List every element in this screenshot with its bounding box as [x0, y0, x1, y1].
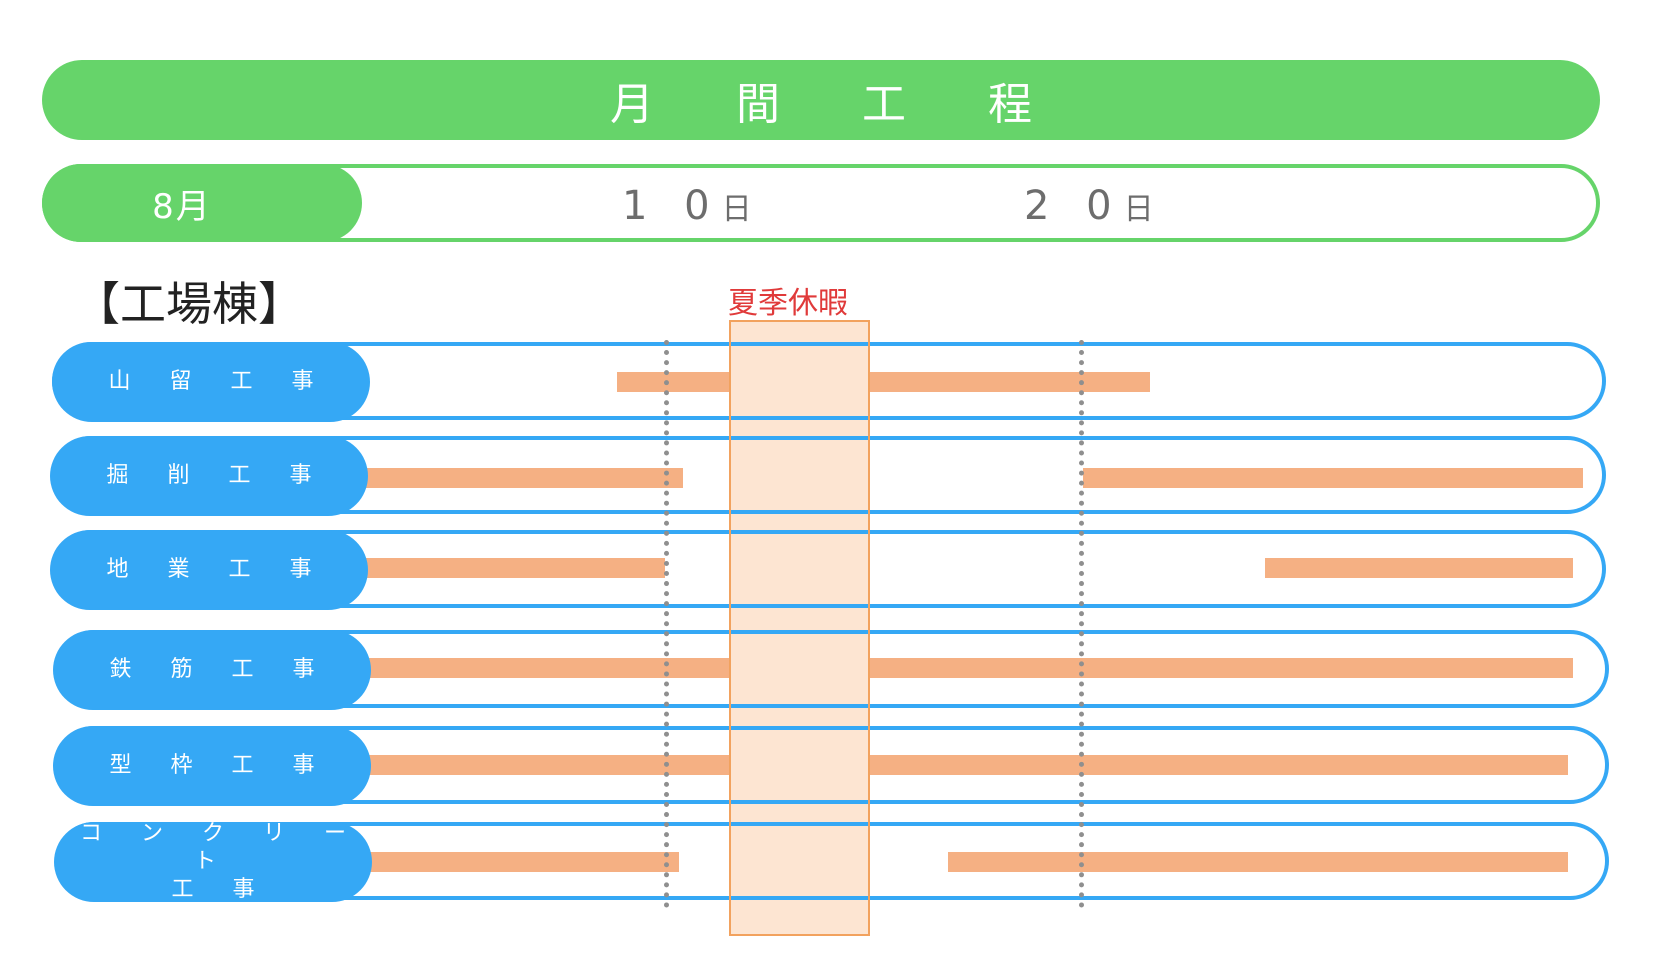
day-10-label: 1 0日: [622, 183, 752, 229]
schedule-title: 月 間 工 程: [610, 79, 1066, 130]
task-label-tekkin: 鉄 筋 工 事: [109, 657, 331, 682]
task-label-jigyo: 地 業 工 事: [106, 557, 328, 582]
task-bar-tekkin-1: [368, 658, 729, 678]
task-label-concrete-line1: コ ン ク リ ー ト: [80, 821, 362, 874]
day-20-unit: 日: [1123, 192, 1154, 227]
task-bar-concrete-1: [368, 852, 679, 872]
task-bar-jigyo-2: [1265, 558, 1573, 578]
month-pill: 8月: [42, 164, 362, 242]
task-bar-katawaku-2: [870, 755, 1568, 775]
day-20-label: 2 0日: [1024, 183, 1154, 229]
task-bar-jigyo-1: [365, 558, 665, 578]
day-10-number: 1 0: [622, 183, 722, 229]
task-label-katawaku: 型 枠 工 事: [109, 753, 331, 778]
task-bar-yamadome-1: [617, 372, 729, 392]
task-bar-tekkin-2: [870, 658, 1573, 678]
task-pill-tekkin: 鉄 筋 工 事: [53, 630, 371, 710]
task-label-yamadome: 山 留 工 事: [108, 369, 330, 394]
gridline-day-10: [664, 340, 669, 908]
task-pill-jigyo: 地 業 工 事: [50, 530, 368, 610]
section-title: 【工場棟】: [74, 277, 304, 331]
task-label-concrete-line2: 工 事: [171, 877, 271, 902]
month-label: 8月: [152, 186, 212, 227]
task-bar-kussaku-2: [1083, 468, 1583, 488]
task-pill-katawaku: 型 枠 工 事: [53, 726, 371, 806]
task-label-kussaku: 掘 削 工 事: [106, 463, 328, 488]
holiday-band: [729, 320, 870, 936]
task-bar-yamadome-2: [870, 372, 1150, 392]
gridline-day-20: [1079, 340, 1084, 908]
task-bar-concrete-2: [948, 852, 1568, 872]
holiday-band-outline: [729, 320, 870, 936]
day-20-number: 2 0: [1024, 183, 1124, 229]
schedule-title-banner: 月 間 工 程: [42, 60, 1600, 140]
task-pill-yamadome: 山 留 工 事: [52, 342, 370, 422]
task-pill-concrete: コ ン ク リ ー ト 工 事: [54, 821, 372, 902]
day-10-unit: 日: [721, 192, 752, 227]
holiday-label: 夏季休暇: [728, 286, 848, 321]
task-bar-katawaku-1: [368, 755, 729, 775]
task-pill-kussaku: 掘 削 工 事: [50, 436, 368, 516]
task-bar-kussaku-1: [365, 468, 683, 488]
